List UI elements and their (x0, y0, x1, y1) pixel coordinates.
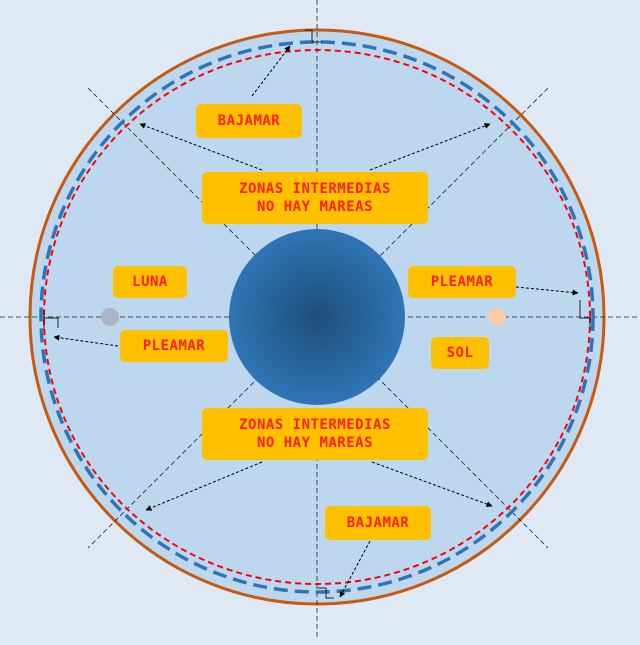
red-dashed-ellipse (43, 49, 591, 585)
arrow-pleamar-left (53, 334, 119, 347)
arrow-intermedias-bottom-right (371, 461, 493, 507)
label-pleamar-right-text: PLEAMAR (430, 274, 494, 290)
label-bajamar-bottom: BAJAMAR (325, 506, 431, 540)
label-bajamar-top-text: BAJAMAR (217, 113, 281, 129)
arrow-intermedias-top-right (369, 123, 491, 171)
moon-dot (101, 308, 119, 326)
label-bajamar-bottom-text: BAJAMAR (346, 515, 410, 531)
label-intermedias-bottom-line1: ZONAS INTERMEDIAS (239, 417, 391, 433)
label-intermedias-top-line1: ZONAS INTERMEDIAS (239, 181, 391, 197)
bracket-top (305, 29, 322, 43)
label-sol-text: SOL (446, 345, 474, 361)
arrow-bajamar-top (251, 45, 291, 97)
label-pleamar-right: PLEAMAR (408, 266, 516, 298)
earth-circle (229, 229, 405, 405)
label-intermedias-bottom-line2: NO HAY MAREAS (256, 435, 374, 451)
label-bajamar-top: BAJAMAR (196, 104, 302, 138)
label-pleamar-left: PLEAMAR (120, 330, 228, 362)
bracket-left (43, 310, 59, 330)
arrow-pleamar-right (515, 286, 579, 296)
sun-dot (488, 308, 506, 326)
label-sol: SOL (431, 337, 489, 369)
label-luna: LUNA (113, 266, 187, 298)
diagonal-line-1 (87, 87, 549, 549)
blue-dashed-ellipse (39, 40, 595, 594)
label-luna-text: LUNA (132, 274, 168, 290)
bracket-bottom (318, 587, 334, 599)
bracket-right (579, 300, 591, 330)
label-intermedias-top: ZONAS INTERMEDIAS NO HAY MAREAS (202, 172, 428, 224)
label-pleamar-left-text: PLEAMAR (142, 338, 206, 354)
label-intermedias-bottom: ZONAS INTERMEDIAS NO HAY MAREAS (202, 408, 428, 460)
diagonal-line-2 (87, 87, 549, 549)
arrow-bajamar-bottom (339, 540, 371, 598)
label-intermedias-top-line2: NO HAY MAREAS (256, 199, 374, 215)
arrow-intermedias-bottom-left (145, 461, 263, 511)
arrow-intermedias-top-left (139, 123, 263, 171)
